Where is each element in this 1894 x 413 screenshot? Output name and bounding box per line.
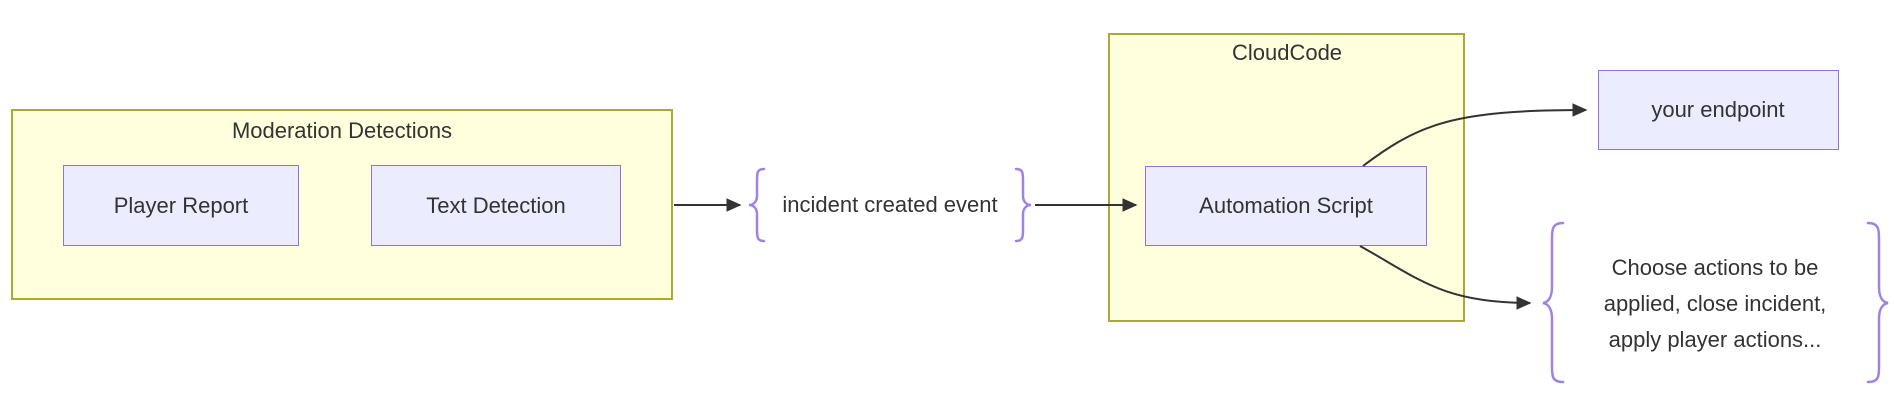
node-text-detection-label: Text Detection: [426, 192, 566, 218]
node-automation-script: [1145, 166, 1427, 246]
group-moderation-detections-title: Moderation Detections: [231, 117, 453, 143]
node-your-endpoint: [1598, 70, 1839, 150]
group-cloudcode-title: CloudCode: [1231, 39, 1343, 65]
node-automation-script-label: Automation Script: [1199, 192, 1373, 218]
edge-label-incident-created-event: incident created event: [782, 191, 998, 217]
right-brace-icon-actions: [1866, 221, 1889, 384]
node-player-report-label: Player Report: [113, 192, 249, 218]
node-your-endpoint-label: your endpoint: [1651, 96, 1785, 122]
left-brace-icon-actions: [1542, 221, 1565, 384]
edge-label-actions-line1: Choose actions to be: [1611, 254, 1819, 280]
edge-label-actions-line3: apply player actions...: [1608, 326, 1822, 352]
right-brace-icon-incident: [1014, 167, 1032, 243]
left-brace-icon-incident: [748, 167, 766, 243]
edge-label-actions-line2: applied, close incident,: [1603, 290, 1827, 316]
node-text-detection: [371, 165, 621, 246]
node-player-report: [63, 165, 299, 246]
